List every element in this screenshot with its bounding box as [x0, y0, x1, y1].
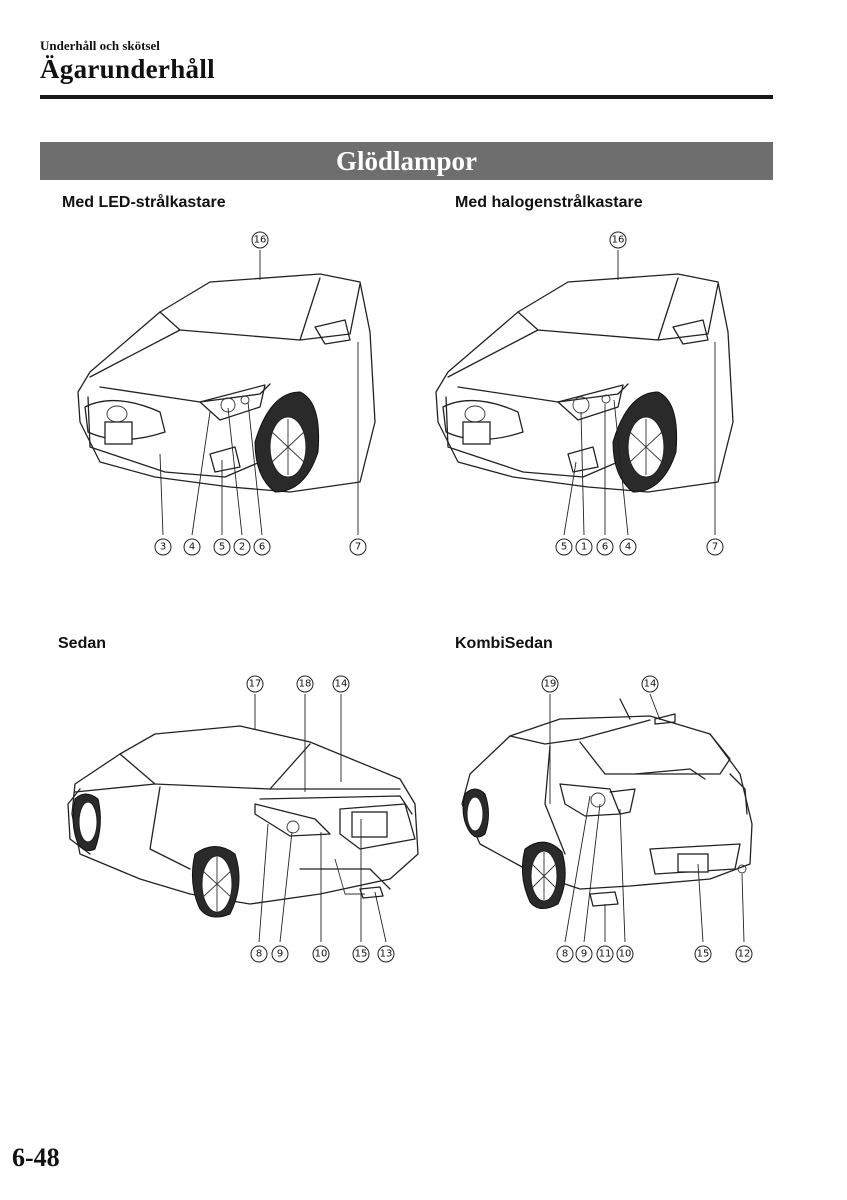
callout-kombi-19: 19: [541, 675, 559, 693]
svg-text:2: 2: [239, 542, 245, 553]
svg-text:1: 1: [581, 542, 587, 553]
callout-led-3: 3: [154, 538, 172, 556]
callout-led-5: 5: [213, 538, 231, 556]
callout-led-4: 4: [183, 538, 201, 556]
caption-halogen: Med halogenstrålkastare: [455, 194, 643, 211]
svg-text:10: 10: [619, 949, 632, 960]
svg-text:19: 19: [544, 679, 557, 690]
car-rear-sedan-illustration: [67, 725, 419, 918]
callout-hal-1: 1: [575, 538, 593, 556]
svg-text:6: 6: [259, 542, 265, 553]
svg-text:9: 9: [581, 949, 587, 960]
figure-sedan-rear: 17 18 14 8 9 10 15 13: [60, 664, 430, 969]
callout-sedan-17: 17: [246, 675, 264, 693]
callout-kombi-14: 14: [641, 675, 659, 693]
svg-text:18: 18: [299, 679, 312, 690]
callout-kombi-9: 9: [575, 945, 593, 963]
callout-hal-7: 7: [706, 538, 724, 556]
callout-led-6: 6: [253, 538, 271, 556]
caption-led: Med LED-strålkastare: [62, 194, 226, 211]
svg-text:5: 5: [219, 542, 225, 553]
callout-kombi-12: 12: [735, 945, 753, 963]
svg-text:17: 17: [249, 679, 262, 690]
page-title: Ägarunderhåll: [40, 54, 215, 84]
svg-text:4: 4: [189, 542, 195, 553]
callout-sedan-14: 14: [332, 675, 350, 693]
callout-sedan-8: 8: [250, 945, 268, 963]
callout-sedan-10: 10: [312, 945, 330, 963]
svg-text:3: 3: [160, 542, 166, 553]
callout-hal-4: 4: [619, 538, 637, 556]
svg-text:15: 15: [697, 949, 710, 960]
svg-text:16: 16: [254, 235, 267, 246]
page-number: 6-48: [12, 1143, 60, 1172]
figure-halogen-front: 16 5 1 6 4 7: [418, 222, 758, 567]
svg-text:14: 14: [335, 679, 348, 690]
svg-text:9: 9: [277, 949, 283, 960]
heading-rule: [40, 95, 773, 99]
figure-led-front: 16 3 4 5 2 6 7: [60, 222, 400, 567]
callout-led-7: 7: [349, 538, 367, 556]
callout-sedan-13: 13: [377, 945, 395, 963]
svg-text:7: 7: [712, 542, 718, 553]
svg-text:4: 4: [625, 542, 631, 553]
callout-sedan-18: 18: [296, 675, 314, 693]
svg-text:12: 12: [738, 949, 751, 960]
callout-hal-6: 6: [596, 538, 614, 556]
section-label: Underhåll och skötsel: [40, 38, 160, 53]
svg-text:8: 8: [562, 949, 568, 960]
svg-text:14: 14: [644, 679, 657, 690]
callout-kombi-15: 15: [694, 945, 712, 963]
car-rear-hatch-illustration: [461, 698, 753, 909]
callout-hal-16: 16: [609, 231, 627, 249]
svg-text:11: 11: [599, 949, 612, 960]
svg-text:8: 8: [256, 949, 262, 960]
svg-text:5: 5: [561, 542, 567, 553]
car-front-illustration: [77, 273, 376, 493]
svg-text:7: 7: [355, 542, 361, 553]
callout-kombi-10: 10: [616, 945, 634, 963]
svg-text:6: 6: [602, 542, 608, 553]
svg-text:16: 16: [612, 235, 625, 246]
figure-kombi-rear: 19 14 8 9 11 10 15 12: [450, 664, 770, 969]
caption-kombi: KombiSedan: [455, 635, 553, 652]
callout-hal-5: 5: [555, 538, 573, 556]
callout-sedan-15: 15: [352, 945, 370, 963]
svg-text:15: 15: [355, 949, 368, 960]
caption-sedan: Sedan: [58, 635, 107, 652]
section-banner: Glödlampor: [40, 142, 773, 180]
callout-kombi-8: 8: [556, 945, 574, 963]
callout-led-2: 2: [233, 538, 251, 556]
callout-led-16: 16: [251, 231, 269, 249]
svg-text:10: 10: [315, 949, 328, 960]
svg-text:13: 13: [380, 949, 393, 960]
callout-kombi-11: 11: [596, 945, 614, 963]
car-front-illustration: [435, 273, 734, 493]
callout-sedan-9: 9: [271, 945, 289, 963]
